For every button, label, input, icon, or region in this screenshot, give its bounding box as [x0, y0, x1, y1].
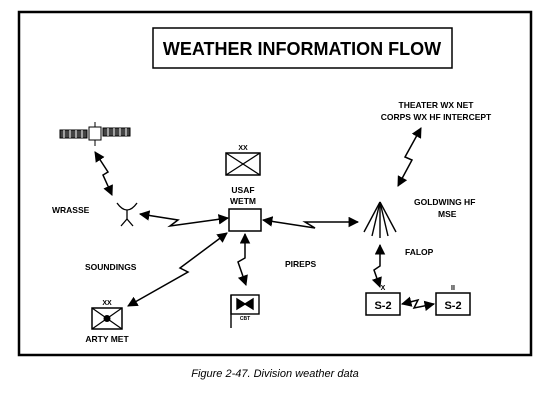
s2-right-label: S-2	[444, 300, 461, 312]
corps-wx-label: CORPS WX HF INTERCEPT	[381, 112, 492, 122]
satellite-icon	[59, 122, 131, 146]
link-wetm-pireps	[237, 232, 251, 286]
link-wrasse-wetm	[138, 210, 230, 228]
s2-left-box	[365, 292, 401, 316]
soundings-label: SOUNDINGS	[85, 262, 137, 272]
link-wetm-goldwing	[261, 216, 360, 229]
outer-frame	[17, 10, 533, 357]
pireps-label: PIREPS	[285, 259, 317, 269]
goldwing-antenna-icon	[363, 201, 397, 238]
link-wetm-artymet	[127, 232, 228, 307]
goldwing-label: GOLDWING HF	[414, 197, 475, 207]
wetm-label: WETM	[230, 196, 256, 206]
wrasse-antenna-icon	[116, 202, 138, 227]
falop-label: FALOP	[405, 247, 434, 257]
usaf-wetm-unit-symbol	[225, 152, 261, 176]
mse-label: MSE	[438, 209, 457, 219]
arty-met-unit-symbol	[91, 307, 123, 330]
link-satellite-wrasse	[94, 151, 113, 196]
cbt-label: CBT	[240, 316, 250, 322]
theater-wx-net-label: THEATER WX NET	[399, 100, 475, 110]
arty-echelon: XX	[102, 300, 112, 307]
cbt-flag-symbol	[230, 294, 260, 328]
arty-met-label: ARTY MET	[85, 334, 129, 344]
s2-right-box	[435, 292, 471, 316]
wrasse-label: WRASSE	[52, 205, 90, 215]
link-s2-s2	[400, 296, 436, 312]
figure-caption: Figure 2-47. Division weather data	[191, 368, 359, 380]
link-goldwing-s2	[371, 243, 386, 288]
usaf-echelon: XX	[238, 145, 248, 152]
usaf-label: USAF	[231, 185, 254, 195]
s2-right-echelon: II	[451, 285, 455, 292]
link-goldwing-theater	[397, 127, 422, 187]
wetm-center-box	[228, 208, 262, 232]
s2-left-label: S-2	[374, 300, 391, 312]
s2-left-echelon: X	[381, 285, 386, 292]
title-box	[152, 27, 453, 69]
diagram-title: WEATHER INFORMATION FLOW	[163, 39, 441, 59]
